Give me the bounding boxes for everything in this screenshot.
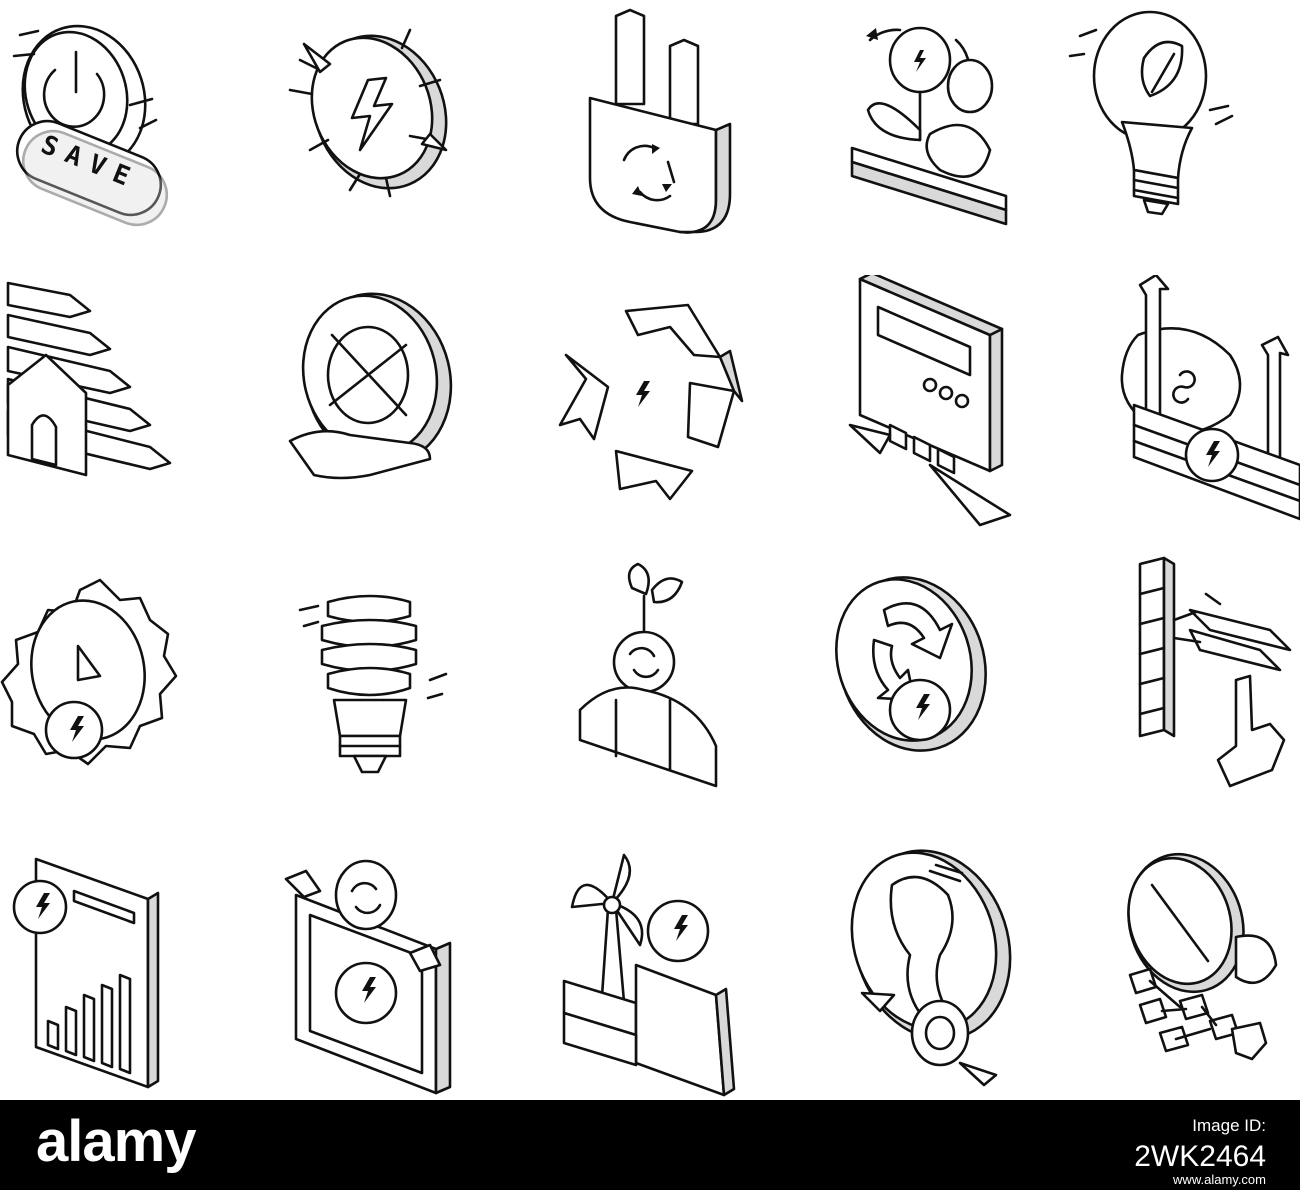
wind-factory-icon <box>520 825 780 1100</box>
energy-report-icon <box>0 825 260 1100</box>
artwork-canvas: SAVE <box>0 0 1300 1100</box>
plant-energy-icon <box>780 0 1040 275</box>
earth-energy-icon <box>780 825 1040 1100</box>
image-id-label: Image ID: <box>1192 1116 1266 1135</box>
energy-network-icon <box>1040 825 1300 1100</box>
image-id: 2WK2464 <box>1134 1140 1266 1173</box>
hand-globe-icon <box>260 275 520 550</box>
eco-plug-icon <box>520 0 780 275</box>
brand-logo[interactable]: alamy <box>36 1109 196 1174</box>
gear-meter-icon <box>0 550 260 825</box>
watermark-bar: alamy Image ID: 2WK2464 www.alamy.com <box>0 1100 1300 1190</box>
eco-worker-icon <box>520 550 780 825</box>
cfl-bulb-icon <box>260 550 520 825</box>
site-url[interactable]: www.alamy.com <box>1173 1172 1266 1187</box>
leaf-bulb-icon <box>1040 0 1300 275</box>
energy-meter-icon <box>780 275 1040 550</box>
piggy-savings-icon <box>1040 275 1300 550</box>
battery-energy-icon <box>260 825 520 1100</box>
house-rating-icon <box>0 275 260 550</box>
recycle-energy-icon <box>520 275 780 550</box>
energy-bolt-icon <box>260 0 520 275</box>
energy-cycle-icon <box>780 550 1040 825</box>
power-save-icon: SAVE <box>0 0 260 275</box>
icon-grid: SAVE <box>0 0 1300 1100</box>
insulation-touch-icon <box>1040 550 1300 825</box>
